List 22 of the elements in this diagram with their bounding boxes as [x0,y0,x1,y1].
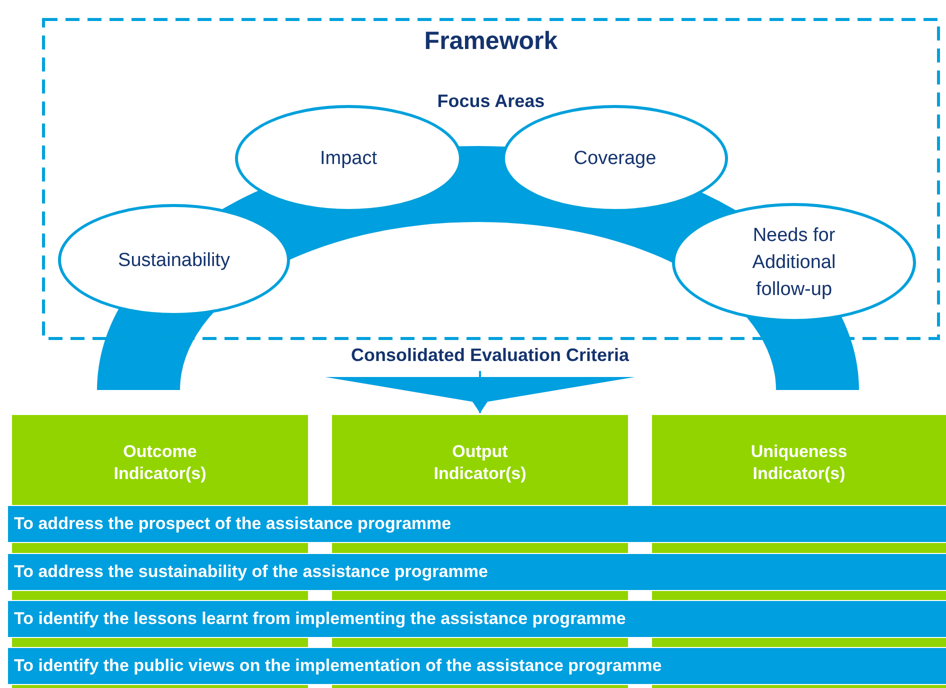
criteria-bar [8,647,946,685]
focus-area-label: Coverage [574,147,656,171]
criteria-bar [8,600,946,638]
focus-area-label: Sustainability [118,248,230,272]
focus-area-label: Needs for Additional follow-up [751,224,837,302]
criteria-text: To identify the lessons learnt from implementing the assistance programme [14,608,626,630]
criteria-heading: Consolidated Evaluation Criteria [350,344,630,367]
criteria-text: To identify the public views on the implementation of the assistance programme [14,655,662,678]
indicator-column [12,415,308,505]
criteria-text: To address the prospect of the assistance programme [14,513,452,536]
focus-area-label: Impact [320,147,378,171]
frame-title: Framework [424,26,558,57]
indicator-column [332,415,628,505]
indicator-title: Uniqueness Indicator(s) [750,441,848,485]
indicator-title: Outcome Indicator(s) [112,441,208,485]
criteria-bar [8,553,946,591]
criteria-text: To address the sustainability of the assistance programme [14,561,488,584]
indicator-title: Output Indicator(s) [432,441,528,485]
section-heading: Focus Areas [437,90,545,112]
dashed-frame [42,18,940,340]
indicator-column [652,415,946,505]
criteria-bar [8,505,946,543]
